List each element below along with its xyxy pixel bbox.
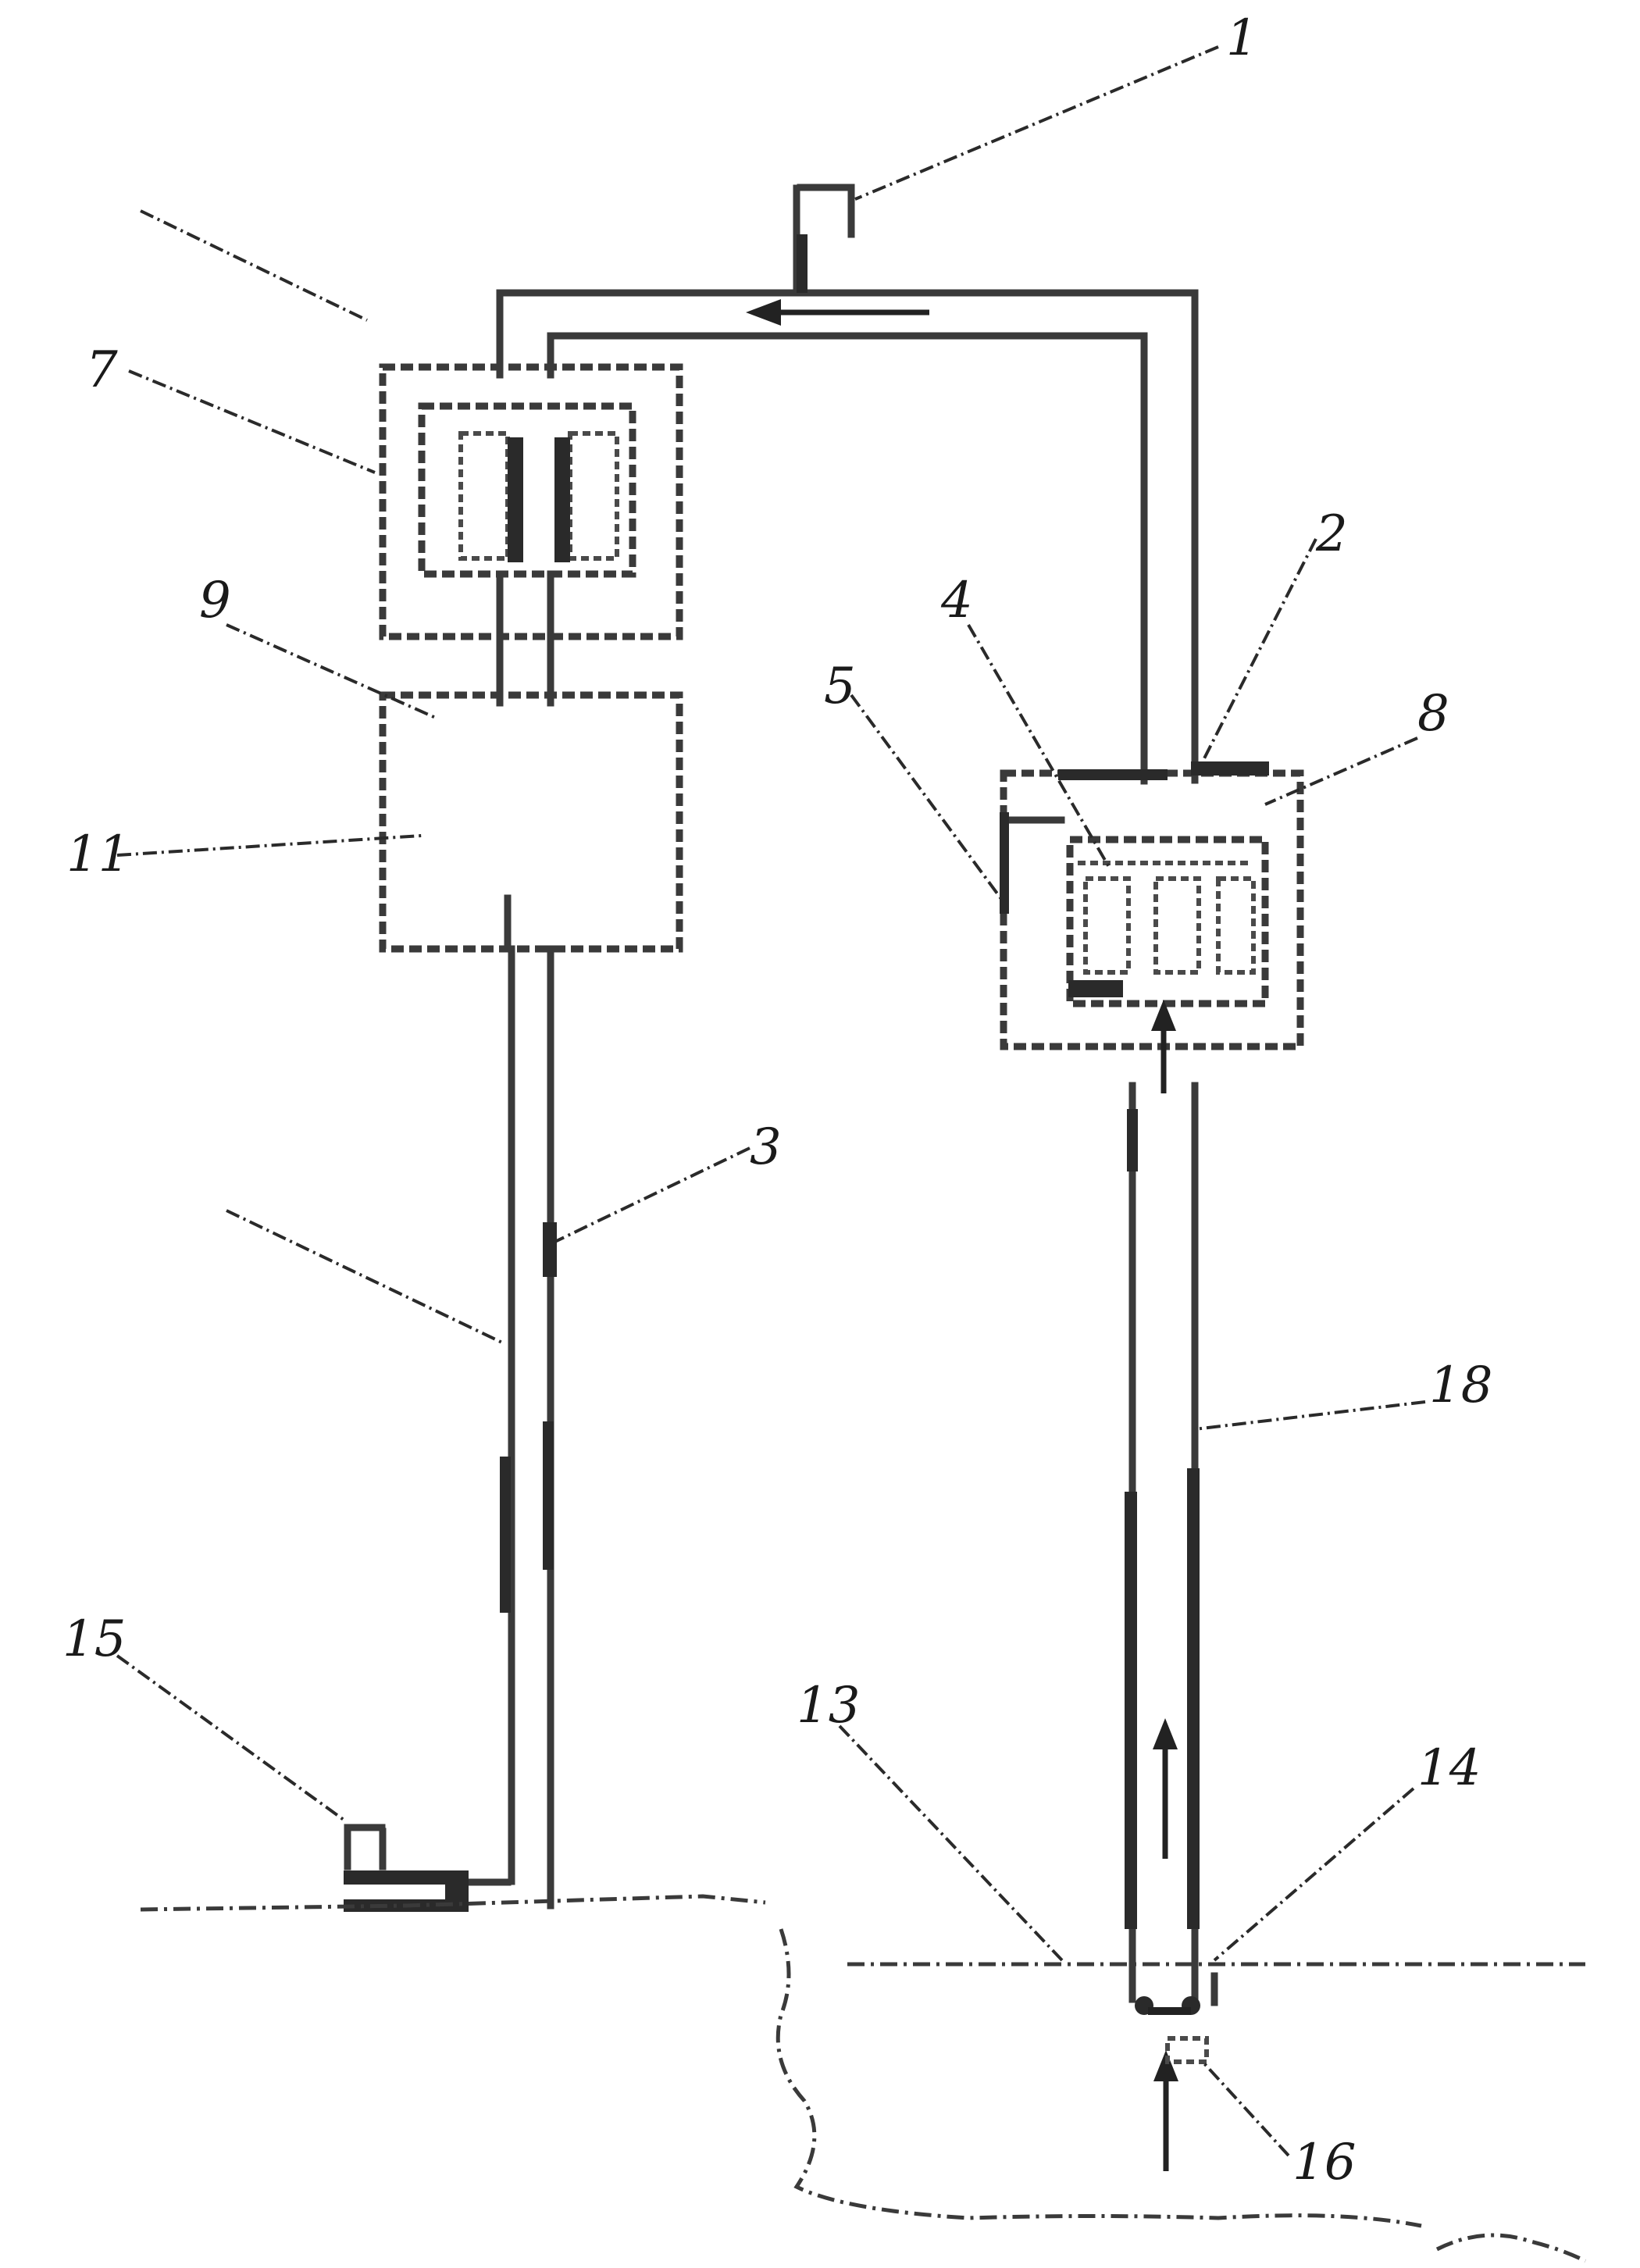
label-18: 18 <box>1429 1357 1492 1414</box>
separator-tank <box>379 691 683 953</box>
label-14: 14 <box>1417 1739 1481 1797</box>
pump-housing <box>1000 761 1304 1050</box>
filter-housing <box>379 363 683 707</box>
label-5: 5 <box>824 658 856 715</box>
flow-arrow-top <box>746 299 929 326</box>
label-7: 7 <box>86 341 118 399</box>
label-1: 1 <box>1226 9 1258 67</box>
outlet-valve <box>344 1824 469 1912</box>
leader-lines <box>116 45 1426 2157</box>
label-11: 11 <box>66 826 130 883</box>
label-16: 16 <box>1292 2134 1356 2191</box>
left-downpipe <box>465 945 557 1910</box>
label-4: 4 <box>940 572 973 629</box>
right-riser <box>1125 1082 1200 2003</box>
callout-labels: 1 2 3 4 5 7 8 9 11 13 14 15 16 18 <box>62 9 1492 2191</box>
label-9: 9 <box>199 572 231 629</box>
label-13: 13 <box>797 1677 860 1735</box>
label-15: 15 <box>62 1610 126 1668</box>
flow-arrow-riser <box>1151 1000 1178 2171</box>
top-pipe <box>496 289 1199 785</box>
well-head <box>1135 1972 1218 2064</box>
label-2: 2 <box>1315 505 1348 563</box>
inlet-fitting <box>793 184 855 297</box>
label-3: 3 <box>750 1118 782 1176</box>
ground-line <box>140 1894 1587 2263</box>
label-8: 8 <box>1417 685 1449 743</box>
